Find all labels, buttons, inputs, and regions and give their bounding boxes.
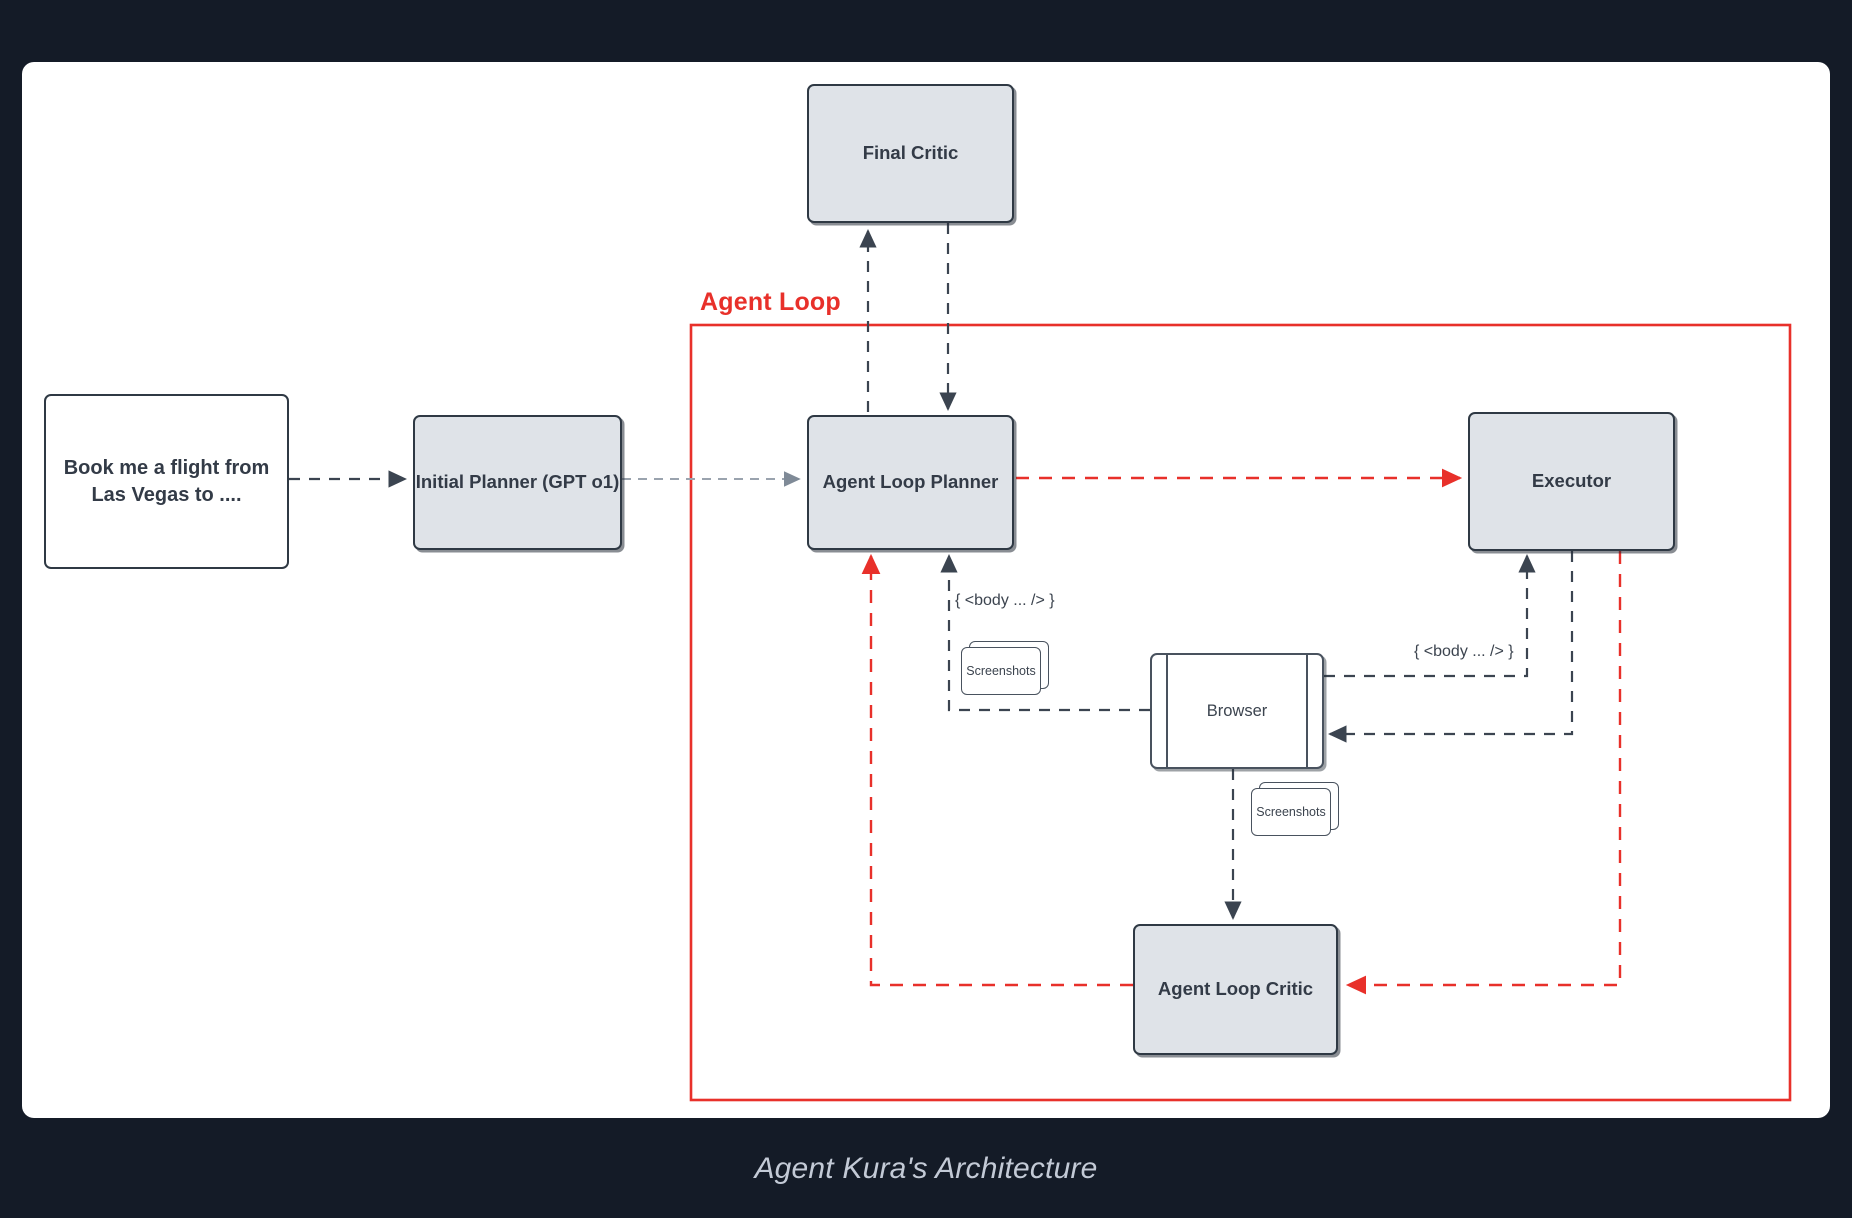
- node-screenshots-critic[interactable]: Screenshots: [1251, 782, 1339, 836]
- node-browser[interactable]: Browser: [1150, 653, 1324, 769]
- edge-loop-critic-to-loop-planner: [861, 553, 1133, 987]
- agent-loop-group-label: Agent Loop: [700, 288, 841, 316]
- browser-label: Browser: [1206, 701, 1268, 720]
- edge-label-body-to-planner: { <body ... /> }: [955, 592, 1055, 609]
- node-agent-loop-critic[interactable]: Agent Loop Critic: [1133, 924, 1338, 1055]
- browser-right-bar: [1306, 655, 1308, 767]
- diagram-canvas: [22, 62, 1830, 1118]
- node-executor[interactable]: Executor: [1468, 412, 1675, 551]
- screenshots-front-sheet: Screenshots: [1251, 788, 1331, 836]
- edge-browser-to-loop-planner: [940, 554, 1150, 712]
- node-final-critic[interactable]: Final Critic: [807, 84, 1014, 223]
- edge-executor-to-browser: [1328, 551, 1574, 743]
- edge-label-body-to-executor: { <body ... /> }: [1414, 643, 1514, 660]
- edge-browser-to-executor: [1324, 554, 1536, 678]
- node-agent-loop-planner[interactable]: Agent Loop Planner: [807, 415, 1014, 550]
- edge-executor-to-loop-critic: [1345, 551, 1622, 995]
- browser-left-bar: [1166, 655, 1168, 767]
- node-prompt[interactable]: Book me a flight from Las Vegas to ....: [44, 394, 289, 569]
- node-screenshots-planner[interactable]: Screenshots: [961, 641, 1049, 695]
- screenshots-front-sheet: Screenshots: [961, 647, 1041, 695]
- figure-caption: Agent Kura's Architecture: [754, 1152, 1098, 1185]
- agent-loop-container: [689, 323, 1792, 1102]
- node-initial-planner[interactable]: Initial Planner (GPT o1): [413, 415, 622, 550]
